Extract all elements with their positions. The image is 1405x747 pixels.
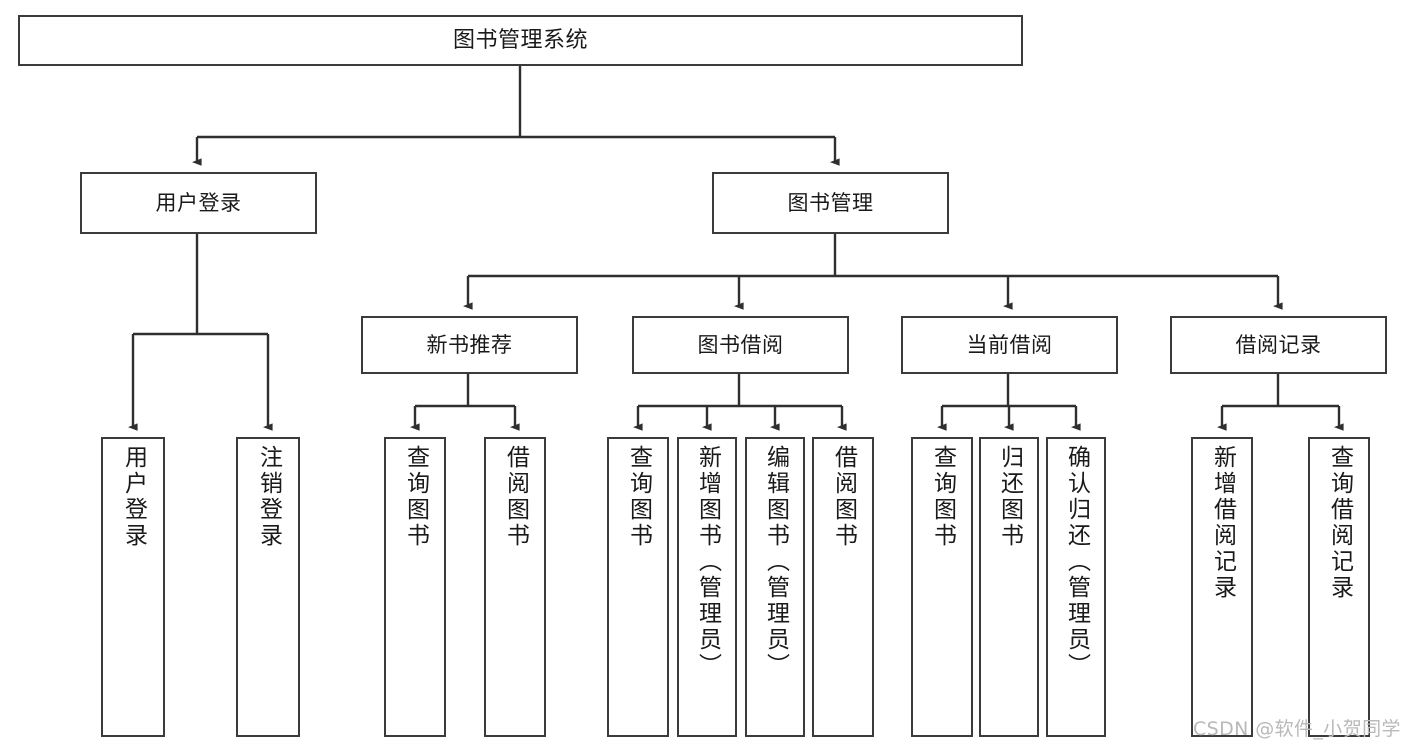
node-label: 图书管理系统: [452, 27, 588, 53]
node-leaf-user-login[interactable]: 用户登录: [101, 437, 165, 737]
node-label: 当前借阅: [966, 332, 1053, 357]
node-leaf-confirm-return[interactable]: 确认归还（管理员）: [1046, 437, 1106, 737]
node-label: 图书借阅: [697, 332, 784, 357]
node-label: 借阅图书: [830, 445, 857, 549]
node-leaf-query-record[interactable]: 查询借阅记录: [1308, 437, 1370, 737]
node-leaf-logout[interactable]: 注销登录: [236, 437, 300, 737]
node-label: 图书管理: [787, 190, 874, 215]
node-label: 新书推荐: [426, 332, 513, 357]
node-label: 用户登录: [155, 190, 242, 215]
node-label: 新增借阅记录: [1209, 445, 1236, 601]
node-borrow-record[interactable]: 借阅记录: [1170, 316, 1387, 374]
node-book-borrow[interactable]: 图书借阅: [632, 316, 849, 374]
node-label: 编辑图书（管理员）: [762, 445, 789, 679]
node-label: 注销登录: [255, 445, 282, 549]
node-label: 用户登录: [120, 445, 147, 549]
node-leaf-borrow-book-2[interactable]: 借阅图书: [812, 437, 874, 737]
node-label: 借阅记录: [1235, 332, 1322, 357]
node-leaf-borrow-book-1[interactable]: 借阅图书: [484, 437, 546, 737]
node-leaf-query-book-2[interactable]: 查询图书: [607, 437, 669, 737]
node-leaf-add-book[interactable]: 新增图书（管理员）: [677, 437, 737, 737]
node-user-login[interactable]: 用户登录: [80, 172, 317, 234]
node-book-management[interactable]: 图书管理: [712, 172, 949, 234]
node-leaf-query-book-1[interactable]: 查询图书: [384, 437, 446, 737]
node-label: 确认归还（管理员）: [1063, 445, 1090, 679]
node-label: 查询借阅记录: [1326, 445, 1353, 601]
node-label: 查询图书: [625, 445, 652, 549]
node-label: 新增图书（管理员）: [694, 445, 721, 679]
node-root-book-management-system[interactable]: 图书管理系统: [18, 15, 1023, 66]
node-label: 查询图书: [929, 445, 956, 549]
node-current-borrow[interactable]: 当前借阅: [901, 316, 1118, 374]
node-new-book-recommend[interactable]: 新书推荐: [361, 316, 578, 374]
node-leaf-add-record[interactable]: 新增借阅记录: [1191, 437, 1253, 737]
node-leaf-return-book[interactable]: 归还图书: [979, 437, 1039, 737]
node-label: 借阅图书: [502, 445, 529, 549]
watermark-text: CSDN @软件_小贺同学: [1193, 718, 1401, 740]
node-leaf-query-book-3[interactable]: 查询图书: [911, 437, 973, 737]
node-label: 归还图书: [996, 445, 1023, 549]
node-label: 查询图书: [402, 445, 429, 549]
node-leaf-edit-book[interactable]: 编辑图书（管理员）: [745, 437, 805, 737]
